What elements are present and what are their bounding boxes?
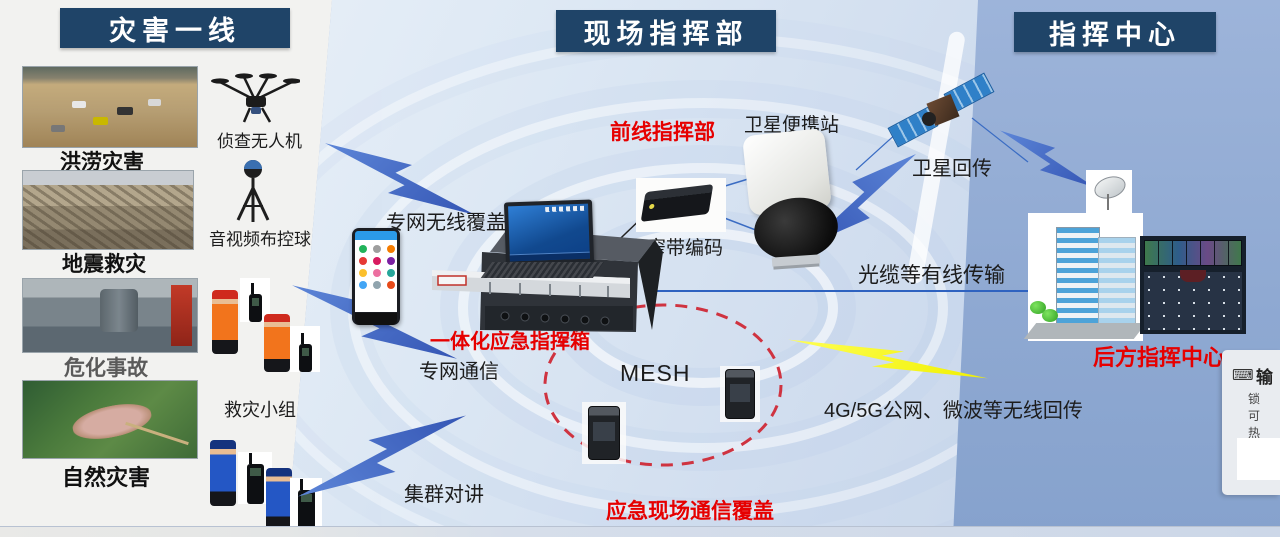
caption-chemical: 危化事故 xyxy=(64,356,148,380)
label-fiber: 光缆等有线传输 xyxy=(858,264,1005,287)
label-front-hq: 前线指挥部 xyxy=(610,121,715,144)
phone-app-grid xyxy=(359,245,395,289)
mesh-radio-unit xyxy=(582,402,626,464)
header-command-center: 指挥中心 xyxy=(1014,12,1216,52)
rooftop-dish-reflector xyxy=(1091,172,1129,203)
label-av-ball-camera: 音视频布控球 xyxy=(209,230,311,249)
caption-earthquake: 地震救灾 xyxy=(62,253,146,276)
flood-car xyxy=(50,124,65,132)
header-disaster-frontline: 灾害一线 xyxy=(60,8,290,48)
control-room-video-wall xyxy=(1144,240,1242,266)
caption-natural: 自然灾害 xyxy=(62,465,151,490)
smartphone xyxy=(352,228,400,325)
rescuer-orange xyxy=(212,290,238,354)
popup-white-box xyxy=(1237,438,1280,480)
narrowband-device xyxy=(640,184,714,222)
flood-car xyxy=(71,100,86,108)
rescuer-orange xyxy=(264,314,290,372)
fire-truck xyxy=(170,284,192,347)
header-command-center-label: 指挥中心 xyxy=(1049,19,1181,50)
label-narrowband: 窄带编码 xyxy=(647,238,724,259)
photo-chemical-accident xyxy=(22,278,198,353)
caption-flood: 洪涝灾害 xyxy=(60,151,144,174)
building-road xyxy=(1023,323,1147,339)
handheld-radio xyxy=(290,326,320,372)
satellite-antenna xyxy=(922,112,936,126)
label-rear-hq: 后方指挥中心 xyxy=(1093,345,1226,370)
building-tower xyxy=(1056,227,1100,329)
label-site-coverage: 应急现场通信覆盖 xyxy=(606,500,774,523)
popup-line: 热 xyxy=(1248,426,1261,440)
command-center-building xyxy=(1023,213,1147,341)
laptop-keyboard xyxy=(480,262,604,278)
tree xyxy=(1042,309,1058,322)
laptop-screen xyxy=(503,199,595,266)
header-disaster-frontline-label: 灾害一线 xyxy=(109,15,241,46)
laptop-taskbar xyxy=(509,251,590,262)
mesh-radio-unit xyxy=(720,366,760,422)
label-mesh: MESH xyxy=(620,360,691,386)
header-site-command-label: 现场指挥部 xyxy=(583,18,749,49)
flood-car xyxy=(116,107,133,115)
label-trunking: 集群对讲 xyxy=(404,484,484,506)
label-private-comm: 专网通信 xyxy=(419,361,499,383)
header-site-command: 现场指挥部 xyxy=(556,10,776,52)
flood-car xyxy=(148,99,162,106)
building-tower xyxy=(1098,237,1136,329)
keyboard-icon: ⌨ xyxy=(1232,367,1254,384)
flood-car xyxy=(92,116,108,125)
label-private-wireless: 专网无线覆盖 xyxy=(386,212,506,234)
drone-icon xyxy=(211,73,300,123)
label-sat-backhaul: 卫星回传 xyxy=(912,158,992,180)
ball-camera-icon xyxy=(236,160,270,222)
control-room xyxy=(1140,236,1246,334)
popup-line: 锁 xyxy=(1248,392,1261,406)
photo-flood-disaster xyxy=(22,66,198,148)
popup-word: 输 xyxy=(1256,368,1273,387)
worker-blue xyxy=(266,468,292,530)
label-command-case: 一体化应急指挥箱 xyxy=(430,331,590,353)
phone-title-bar xyxy=(355,231,397,240)
tree xyxy=(1030,301,1046,314)
rooftop-dish xyxy=(1086,170,1132,215)
photo-natural-disaster xyxy=(22,380,198,459)
label-rescue-team: 救灾小组 xyxy=(224,400,296,420)
label-wireless-backhaul: 4G/5G公网、微波等无线回传 xyxy=(824,400,1083,422)
control-room-center-table xyxy=(1180,270,1206,282)
rooftop-dish-leg xyxy=(1107,194,1109,210)
popup-line: 可 xyxy=(1248,409,1261,423)
label-recon-drone: 侦查无人机 xyxy=(217,132,302,151)
chemical-tank xyxy=(99,289,138,332)
narrowband-encoder xyxy=(636,178,726,232)
input-method-popup[interactable]: ⌨ 输 锁 可 热 xyxy=(1222,350,1280,495)
phone-bottom-bezel xyxy=(355,313,397,325)
rubble-texture xyxy=(23,185,193,249)
photo-earthquake-rescue xyxy=(22,170,194,250)
slide-bottom-edge xyxy=(0,526,1280,537)
worker-blue xyxy=(210,440,236,506)
